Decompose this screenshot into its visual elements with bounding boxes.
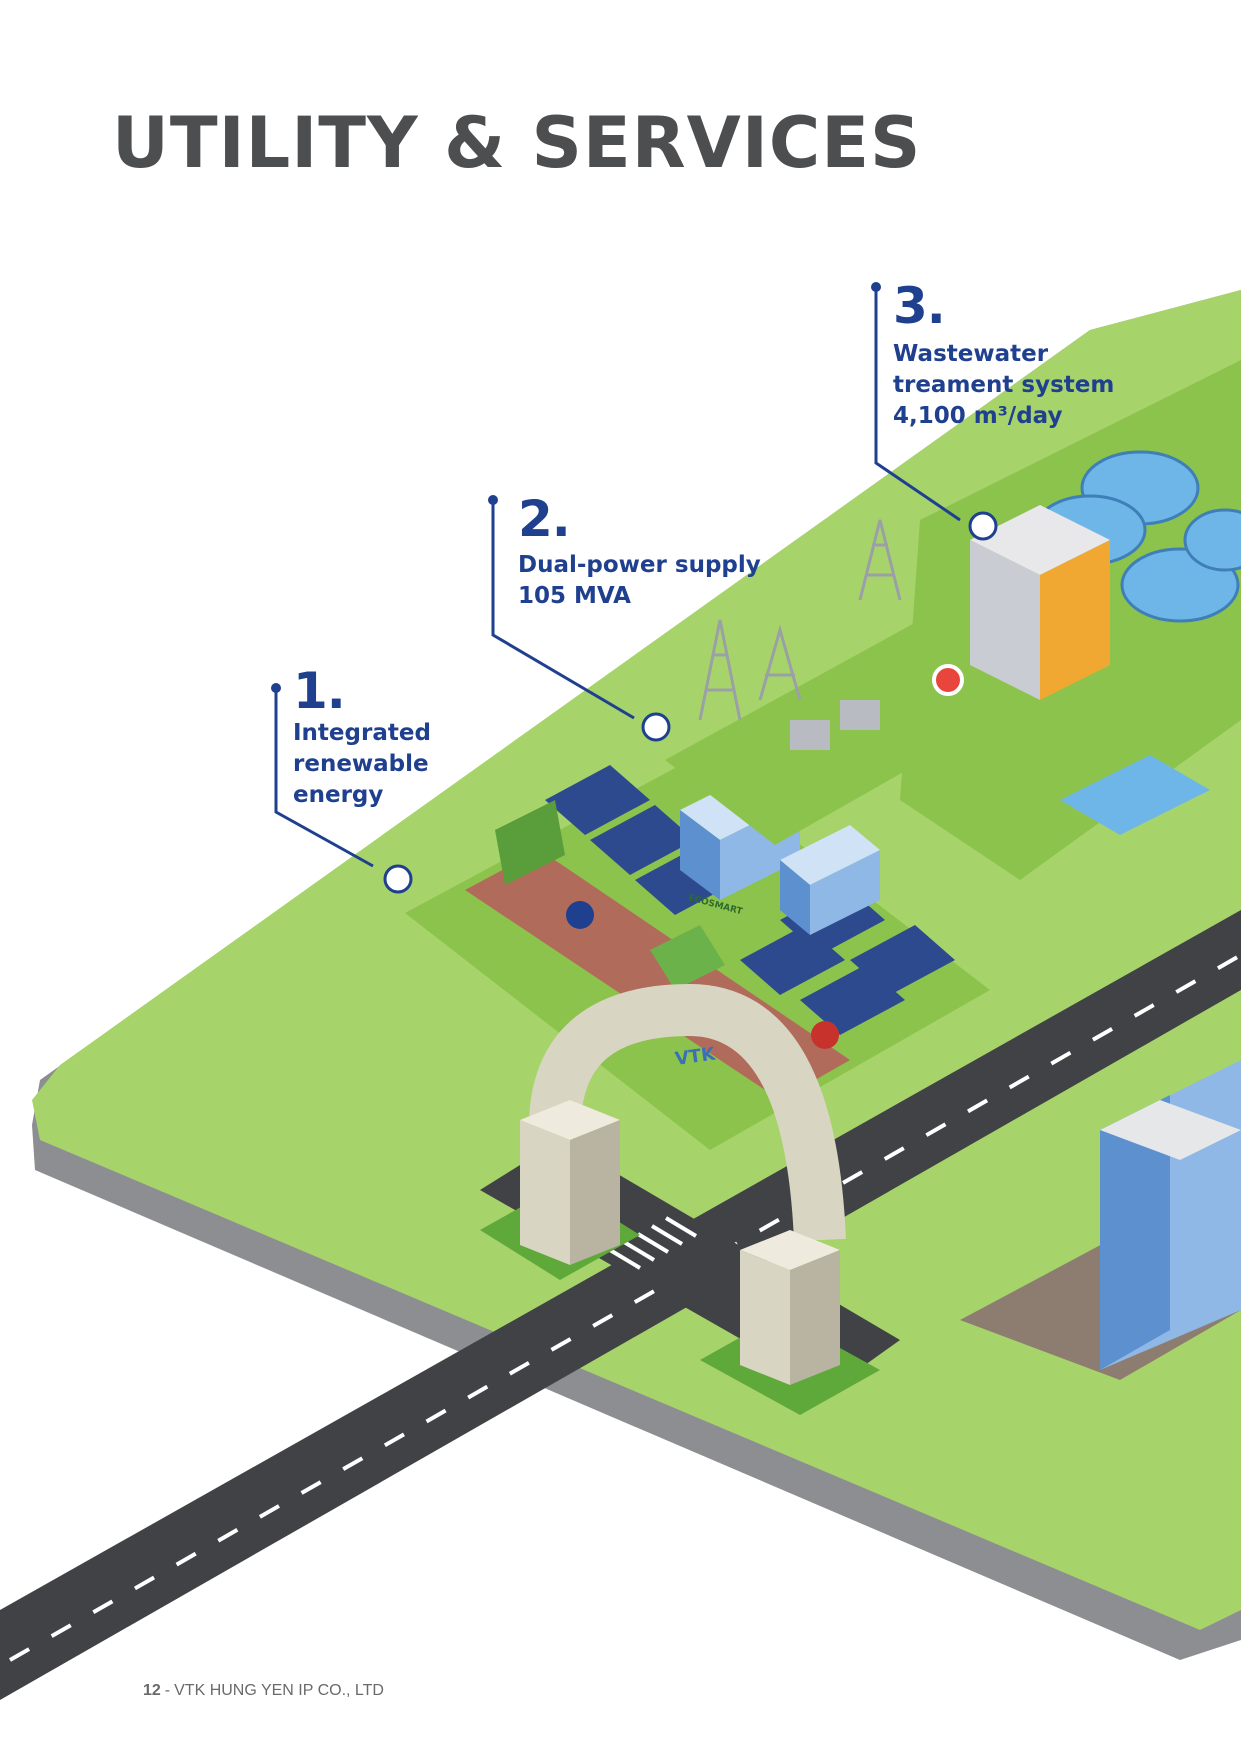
callout-renewable-energy: 1. Integrated renewable energy — [293, 666, 431, 811]
callout-2-marker — [641, 712, 671, 742]
callout-text-line: 4,100 m³/day — [893, 403, 1063, 429]
page-footer: 12-VTK HUNG YEN IP CO., LTD — [143, 1682, 384, 1700]
callout-text-line: Wastewater — [893, 341, 1049, 367]
callout-number: 1. — [293, 662, 346, 720]
page-title: UTILITY & SERVICES — [112, 102, 922, 184]
callout-3-marker — [968, 511, 998, 541]
callout-markers — [383, 511, 998, 894]
callout-text-line: Integrated — [293, 720, 431, 746]
gate-arch: VTK — [480, 983, 880, 1415]
treatment-building — [970, 505, 1110, 700]
callout-text-line: 105 MVA — [518, 583, 631, 609]
callout-text-line: treament system — [893, 372, 1115, 398]
footer-separator: - — [164, 1682, 171, 1699]
callout-text-line: renewable — [293, 751, 429, 777]
callout-1-marker — [383, 864, 413, 894]
callout-wastewater: 3. Wastewater treament system 4,100 m³/d… — [893, 281, 1114, 432]
office-tower — [960, 1060, 1241, 1380]
callout-number: 2. — [518, 490, 571, 548]
vehicles — [495, 800, 839, 1049]
wastewater-plant — [900, 360, 1241, 880]
page-number: 12 — [143, 1682, 161, 1699]
callout-power-supply: 2. Dual-power supply 105 MVA — [518, 494, 761, 612]
callout-text-line: Dual-power supply — [518, 552, 761, 578]
callout-number: 3. — [893, 277, 946, 335]
callout-text-line: energy — [293, 782, 384, 808]
main-road — [0, 910, 1241, 1700]
company-name: VTK HUNG YEN IP CO., LTD — [174, 1682, 384, 1699]
callout-leaders — [274, 287, 961, 868]
